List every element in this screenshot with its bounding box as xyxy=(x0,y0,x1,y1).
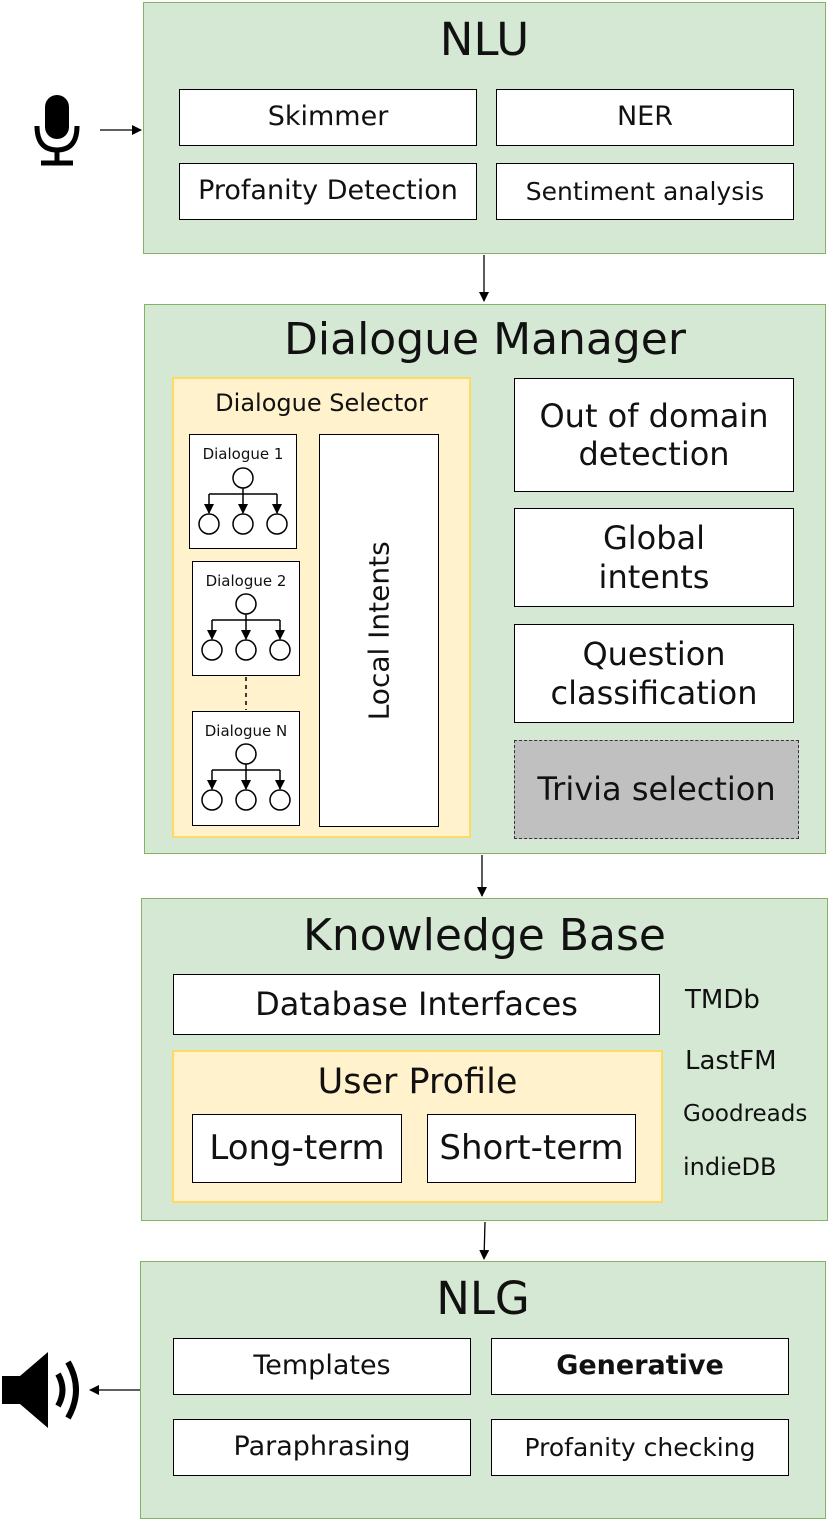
dialogue-2-tree-icon xyxy=(201,593,291,661)
out-of-domain-detection-box: Out of domain detection xyxy=(514,378,794,492)
dialogue-1-tree-icon xyxy=(198,467,288,535)
dialogue-label: Dialogue N xyxy=(204,722,288,740)
short-term-box: Short-term xyxy=(427,1114,636,1183)
question-classification-box: Question classification xyxy=(514,624,794,723)
trivia-selection-box: Trivia selection xyxy=(514,740,799,839)
dialogue-n-tree-icon xyxy=(201,743,291,811)
generative-box: Generative xyxy=(491,1338,789,1395)
kb-to-nlg-arrow xyxy=(479,1221,490,1260)
dialogue-manager-title: Dialogue Manager xyxy=(284,314,686,365)
sentiment-analysis-box: Sentiment analysis xyxy=(496,163,794,220)
speaker-icon xyxy=(2,1352,79,1428)
skimmer-box: Skimmer xyxy=(179,89,477,146)
source-indiedb: indieDB xyxy=(683,1153,777,1181)
user-profile-title: User Profile xyxy=(317,1062,518,1102)
source-lastfm: LastFM xyxy=(685,1046,777,1076)
profanity-checking-box: Profanity checking xyxy=(491,1419,789,1476)
nlu-title: NLU xyxy=(439,13,530,66)
microphone-icon xyxy=(34,95,80,166)
dialogue-label: Dialogue 1 xyxy=(202,445,284,463)
profanity-detection-box: Profanity Detection xyxy=(179,163,477,220)
paraphrasing-box: Paraphrasing xyxy=(173,1419,471,1476)
local-intents-box: Local Intents xyxy=(319,434,439,827)
global-intents-box: Global intents xyxy=(514,508,794,607)
source-tmdb: TMDb xyxy=(685,985,760,1015)
source-goodreads: Goodreads xyxy=(683,1101,808,1127)
templates-box: Templates xyxy=(173,1338,471,1395)
knowledge-base-title: Knowledge Base xyxy=(303,910,666,961)
dialogue-selector-title: Dialogue Selector xyxy=(215,389,428,417)
database-interfaces-box: Database Interfaces xyxy=(173,974,660,1035)
ner-box: NER xyxy=(496,89,794,146)
dialogue-label: Dialogue 2 xyxy=(205,572,287,590)
long-term-box: Long-term xyxy=(192,1114,402,1183)
local-intents-label: Local Intents xyxy=(362,541,396,720)
nlg-title: NLG xyxy=(436,1272,530,1325)
